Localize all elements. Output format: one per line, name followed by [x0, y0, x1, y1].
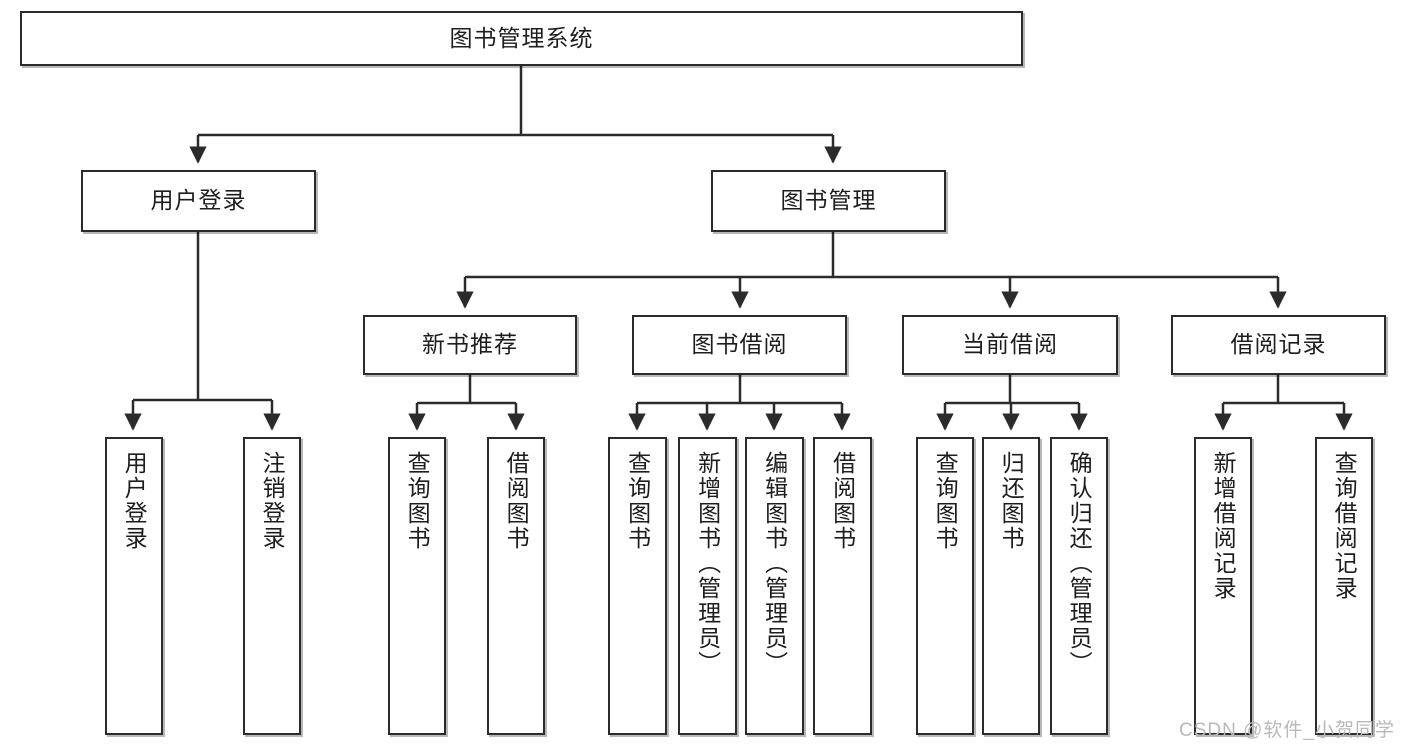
node-user-login[interactable]: 用户登录 — [81, 170, 316, 232]
leaf-query-borrow-record-label: 查询借阅记录 — [1331, 451, 1358, 601]
leaf-query-book-current-label: 查询图书 — [932, 451, 959, 551]
node-borrow-record[interactable]: 借阅记录 — [1171, 315, 1386, 375]
node-book-borrow-label: 图书借阅 — [691, 331, 788, 358]
node-book-management[interactable]: 图书管理 — [711, 170, 946, 232]
watermark: CSDN @软件_小贺同学 — [1179, 720, 1395, 741]
leaf-query-book-current[interactable]: 查询图书 — [916, 437, 974, 735]
node-root[interactable]: 图书管理系统 — [20, 11, 1023, 66]
leaf-logout[interactable]: 注销登录 — [243, 437, 301, 735]
leaf-return-book[interactable]: 归还图书 — [982, 437, 1040, 735]
leaf-return-book-label: 归还图书 — [998, 451, 1025, 551]
node-user-login-label: 用户登录 — [150, 187, 247, 214]
leaf-add-book-admin[interactable]: 新增图书（管理员） — [678, 437, 737, 735]
leaf-borrow-book-label: 借阅图书 — [829, 451, 856, 551]
leaf-confirm-return-admin-label: 确认归还（管理员） — [1066, 451, 1093, 676]
leaf-query-book-newbook[interactable]: 查询图书 — [388, 437, 446, 735]
leaf-borrow-book[interactable]: 借阅图书 — [813, 437, 872, 735]
node-current-borrow[interactable]: 当前借阅 — [902, 315, 1118, 375]
leaf-confirm-return-admin[interactable]: 确认归还（管理员） — [1050, 437, 1108, 735]
leaf-user-login[interactable]: 用户登录 — [105, 437, 163, 735]
leaf-logout-label: 注销登录 — [259, 451, 286, 551]
node-new-book-recommend[interactable]: 新书推荐 — [363, 315, 577, 375]
leaf-edit-book-admin[interactable]: 编辑图书（管理员） — [745, 437, 804, 735]
leaf-query-book-borrow-label: 查询图书 — [624, 451, 651, 551]
leaf-query-book-borrow[interactable]: 查询图书 — [608, 437, 667, 735]
leaf-add-book-admin-label: 新增图书（管理员） — [694, 451, 721, 676]
leaf-user-login-label: 用户登录 — [121, 451, 148, 551]
node-root-label: 图书管理系统 — [449, 24, 594, 51]
leaf-borrow-book-newbook-label: 借阅图书 — [503, 451, 530, 551]
leaf-edit-book-admin-label: 编辑图书（管理员） — [761, 451, 788, 676]
node-new-book-recommend-label: 新书推荐 — [422, 331, 518, 358]
node-book-management-label: 图书管理 — [780, 187, 877, 214]
leaf-borrow-book-newbook[interactable]: 借阅图书 — [487, 437, 545, 735]
node-current-borrow-label: 当前借阅 — [962, 331, 1058, 358]
leaf-add-borrow-record[interactable]: 新增借阅记录 — [1194, 437, 1252, 735]
node-book-borrow[interactable]: 图书借阅 — [632, 315, 847, 375]
leaf-query-borrow-record[interactable]: 查询借阅记录 — [1315, 437, 1373, 735]
node-borrow-record-label: 借阅记录 — [1230, 331, 1327, 358]
leaf-add-borrow-record-label: 新增借阅记录 — [1210, 451, 1237, 601]
leaf-query-book-newbook-label: 查询图书 — [404, 451, 431, 551]
